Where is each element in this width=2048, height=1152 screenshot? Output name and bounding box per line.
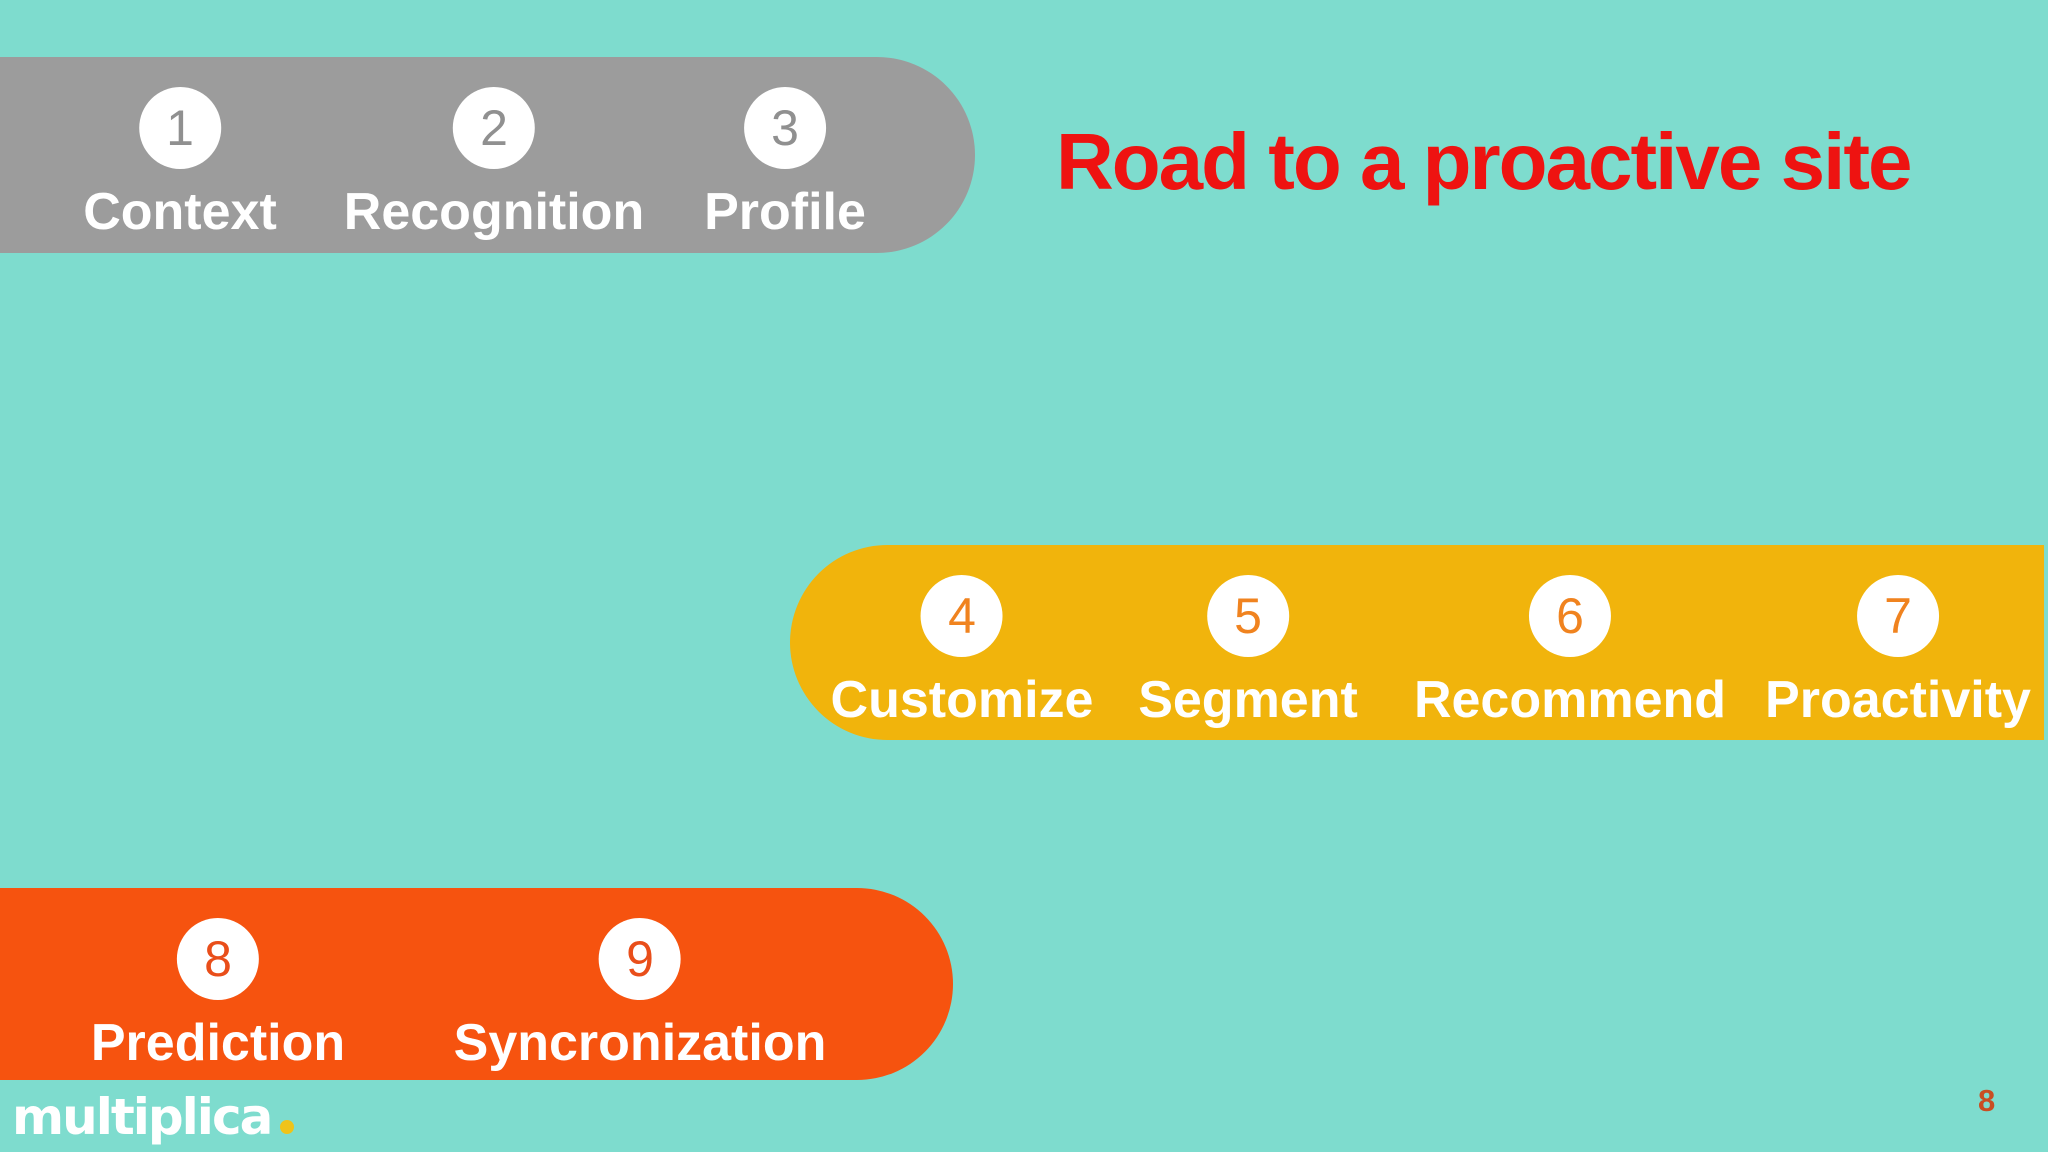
brand-logo: multiplica: [12, 1088, 295, 1146]
brand-logo-dot-icon: [280, 1120, 295, 1134]
step-3: 3 Profile: [704, 87, 866, 238]
step-1-label: Context: [83, 183, 277, 241]
step-7-number: 7: [1884, 588, 1912, 644]
step-6-number-badge: 6: [1528, 575, 1611, 657]
step-7-label: Proactivity: [1765, 671, 2031, 729]
step-9-number: 9: [626, 931, 654, 987]
step-3-label: Profile: [704, 183, 866, 241]
step-9-number-badge: 9: [599, 918, 681, 1000]
step-9-label: Syncronization: [453, 1014, 827, 1072]
step-4-label: Customize: [830, 671, 1094, 729]
step-1-number: 1: [166, 100, 194, 156]
step-8: 8 Prediction: [91, 918, 345, 1069]
step-1-number-badge: 1: [139, 87, 221, 169]
step-3-number: 3: [771, 100, 799, 156]
step-7: 7 Proactivity: [1765, 575, 2031, 726]
brand-logo-text: multiplica: [12, 1088, 273, 1146]
step-7-number-badge: 7: [1856, 575, 1939, 657]
step-2-label: Recognition: [343, 183, 645, 241]
step-8-label: Prediction: [90, 1014, 346, 1072]
step-2: 2 Recognition: [344, 87, 644, 238]
step-5: 5 Segment: [1138, 575, 1358, 726]
step-5-number-badge: 5: [1206, 575, 1289, 657]
page-title: Road to a proactive site: [1056, 117, 1912, 206]
step-4-number-badge: 4: [920, 575, 1003, 657]
step-5-label: Segment: [1138, 671, 1358, 729]
step-4-number: 4: [948, 588, 976, 644]
step-8-number: 8: [204, 931, 232, 987]
phase-pill-basic: 1 Context 2 Recognition 3 Profile: [0, 57, 975, 253]
step-3-number-badge: 3: [743, 87, 826, 169]
step-2-number-badge: 2: [452, 87, 535, 169]
step-1: 1 Context: [83, 87, 277, 238]
step-4: 4 Customize: [830, 575, 1094, 729]
page-number: 8: [1978, 1083, 1996, 1118]
phase-pill-intermediate: 4 Customize 5 Segment 6 Recommend 7 Proa…: [790, 545, 2044, 740]
step-8-number-badge: 8: [176, 918, 259, 1000]
phase-pill-advanced: 8 Prediction 9 Syncronization: [0, 888, 953, 1080]
step-6: 6 Recommend: [1414, 575, 1726, 726]
step-5-number: 5: [1234, 588, 1262, 644]
step-6-number: 6: [1556, 588, 1584, 644]
step-6-label: Recommend: [1413, 671, 1727, 729]
step-2-number: 2: [480, 100, 508, 156]
step-9: 9 Syncronization: [453, 918, 827, 1072]
